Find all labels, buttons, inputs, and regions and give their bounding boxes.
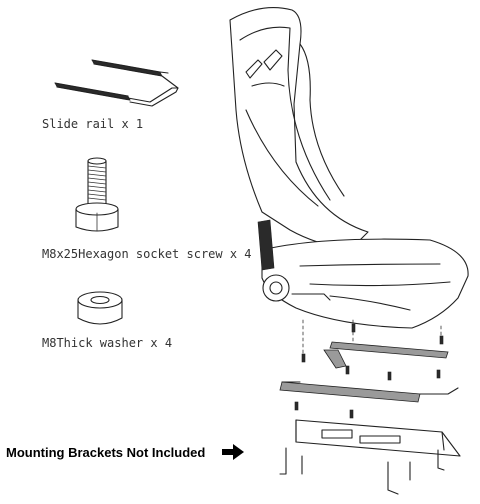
slide-rail-illustration <box>54 59 179 107</box>
mounting-brackets-note: Mounting Brackets Not Included <box>6 445 206 460</box>
washer-label: M8Thick washer x 4 <box>42 336 173 350</box>
thick-washer-illustration <box>77 291 123 325</box>
racing-seat-illustration <box>229 7 469 329</box>
seat-slide-rail-assembly <box>279 319 461 495</box>
hex-screw-label: M8x25Hexagon socket screw x 4 <box>42 247 252 261</box>
slide-rail-label: Slide rail x 1 <box>42 117 144 131</box>
hex-socket-screw-illustration <box>75 157 119 232</box>
right-arrow-icon <box>222 444 244 460</box>
